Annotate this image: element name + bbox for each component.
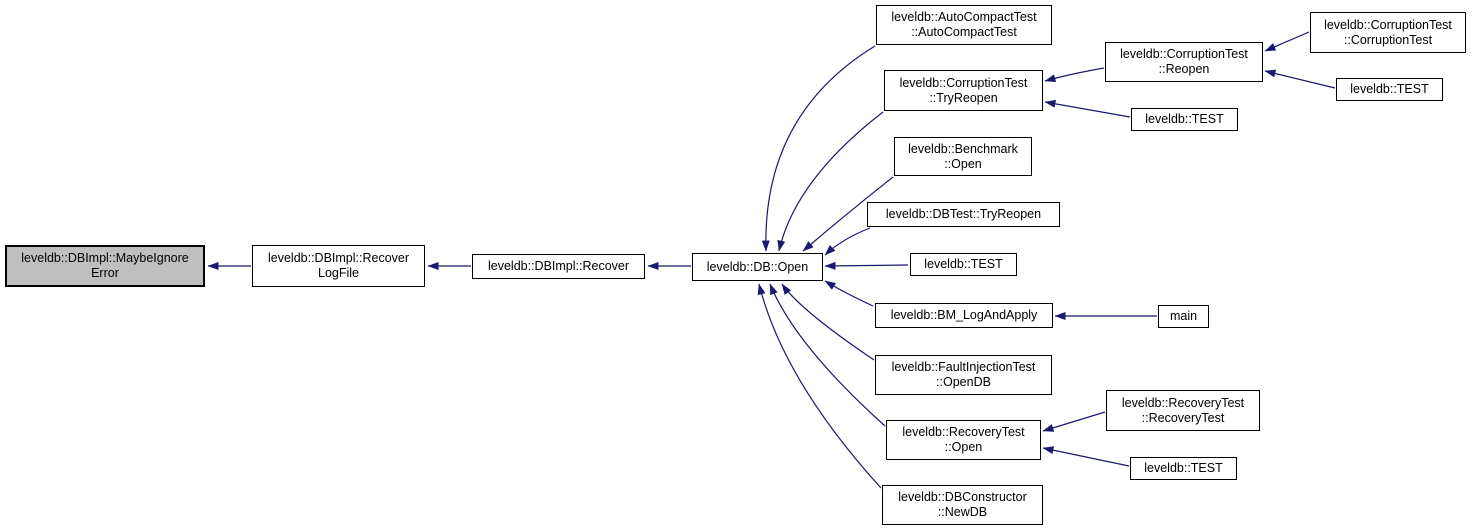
node-auto_compact[interactable]: leveldb::AutoCompactTest ::AutoCompactTe… xyxy=(876,5,1052,45)
node-maybe_ignore_error[interactable]: leveldb::DBImpl::MaybeIgnore Error xyxy=(5,245,205,287)
node-dbtest_tryreopen[interactable]: leveldb::DBTest::TryReopen xyxy=(867,202,1060,227)
edge-corruption_ctor-to-corruption_reopen xyxy=(1264,31,1310,52)
edge-fault_injection_opendb-to-db_open xyxy=(781,283,875,361)
edge-test_tryreopen_caller-to-corruption_tryreopen xyxy=(1044,99,1131,118)
node-db_constructor_newdb[interactable]: leveldb::DBConstructor ::NewDB xyxy=(882,485,1043,525)
node-test_open_caller[interactable]: leveldb::TEST xyxy=(910,253,1017,276)
edge-test_recovery_caller-to-recovery_open xyxy=(1042,446,1130,467)
node-corruption_tryreopen[interactable]: leveldb::CorruptionTest ::TryReopen xyxy=(884,70,1043,111)
node-corruption_ctor[interactable]: leveldb::CorruptionTest ::CorruptionTest xyxy=(1310,12,1466,53)
edge-dbtest_tryreopen-to-db_open xyxy=(824,227,871,256)
node-fault_injection_opendb[interactable]: leveldb::FaultInjectionTest ::OpenDB xyxy=(875,355,1052,395)
edge-auto_compact-to-db_open xyxy=(761,45,876,252)
edge-recovery_open-to-db_open xyxy=(769,283,886,427)
edge-test_reopen_caller-to-corruption_reopen xyxy=(1264,69,1336,89)
node-db_open[interactable]: leveldb::DB::Open xyxy=(692,253,823,281)
edge-group xyxy=(207,31,1336,489)
edge-recovery_ctor-to-recovery_open xyxy=(1042,411,1106,432)
node-test_reopen_caller[interactable]: leveldb::TEST xyxy=(1336,78,1443,101)
node-test_tryreopen_caller[interactable]: leveldb::TEST xyxy=(1131,108,1238,131)
node-recovery_open[interactable]: leveldb::RecoveryTest ::Open xyxy=(886,420,1041,460)
node-bm_logandapply[interactable]: leveldb::BM_LogAndApply xyxy=(875,303,1053,328)
node-test_recovery_caller[interactable]: leveldb::TEST xyxy=(1130,457,1237,480)
node-recovery_ctor[interactable]: leveldb::RecoveryTest ::RecoveryTest xyxy=(1106,390,1260,431)
node-recover[interactable]: leveldb::DBImpl::Recover xyxy=(472,254,645,279)
edge-corruption_reopen-to-corruption_tryreopen xyxy=(1044,67,1105,83)
edge-benchmark_open-to-db_open xyxy=(802,176,894,252)
edge-bm_logandapply-to-db_open xyxy=(824,280,874,307)
node-corruption_reopen[interactable]: leveldb::CorruptionTest ::Reopen xyxy=(1105,42,1263,82)
edge-corruption_tryreopen-to-db_open xyxy=(777,111,884,252)
edge-db_constructor_newdb-to-db_open xyxy=(757,283,882,489)
edge-test_open_caller-to-db_open xyxy=(824,261,909,270)
node-main[interactable]: main xyxy=(1158,305,1209,328)
node-benchmark_open[interactable]: leveldb::Benchmark ::Open xyxy=(894,137,1032,176)
node-recover_log_file[interactable]: leveldb::DBImpl::Recover LogFile xyxy=(252,245,425,287)
